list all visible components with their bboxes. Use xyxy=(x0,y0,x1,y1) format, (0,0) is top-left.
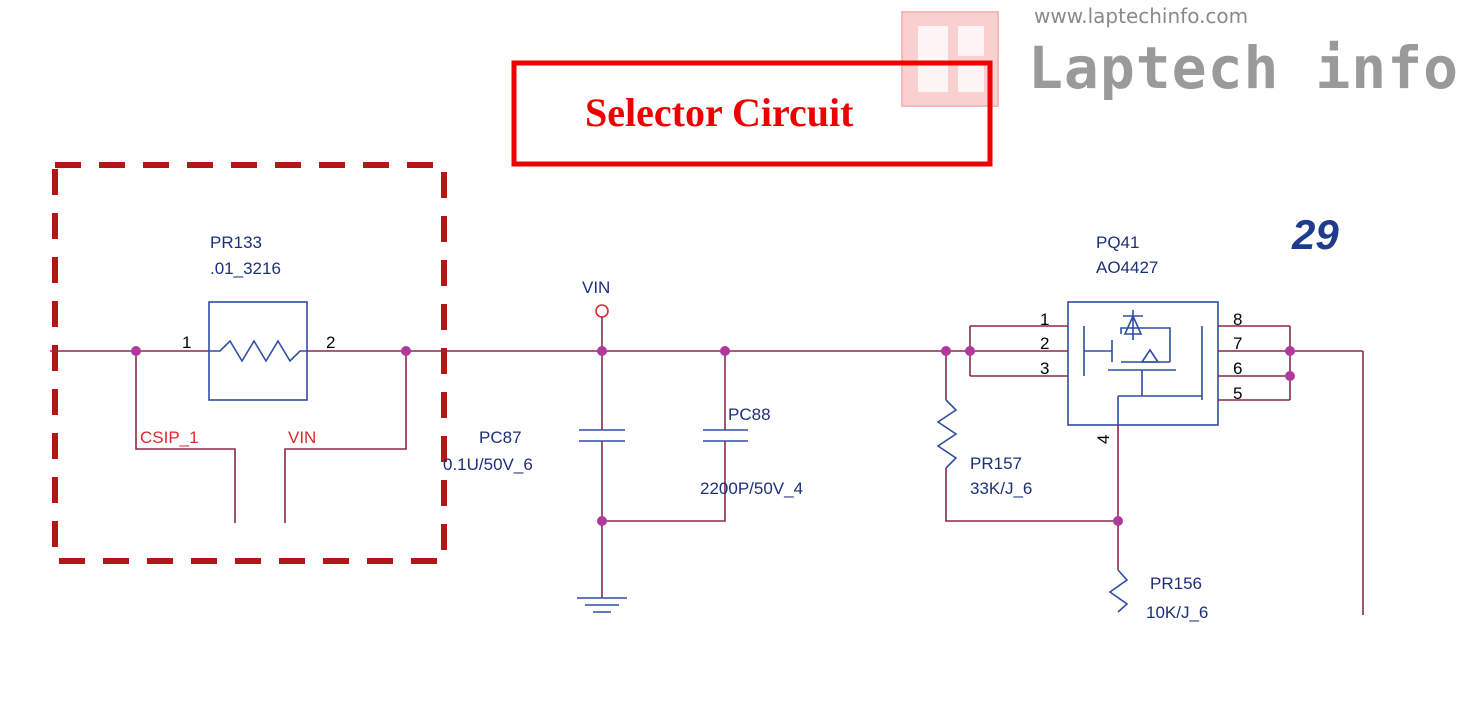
laptech-logo-icon xyxy=(901,11,999,107)
bottom-whitespace xyxy=(0,622,1481,705)
pq41-pin5: 5 xyxy=(1233,384,1242,403)
net-label-vin-local: VIN xyxy=(288,428,316,447)
title-box xyxy=(511,60,993,167)
pc88-value: 2200P/50V_4 xyxy=(700,479,803,498)
watermark-brand: Laptech info xyxy=(1028,34,1459,102)
pr133-resistor-icon xyxy=(208,301,308,401)
pr157-resistor-icon xyxy=(936,351,1118,522)
pr133-ref: PR133 xyxy=(210,233,262,252)
net-label-csip: CSIP_1 xyxy=(140,428,199,447)
sense-tap-wires xyxy=(135,351,407,523)
pr156-ref: PR156 xyxy=(1150,574,1202,593)
pq41-value: AO4427 xyxy=(1096,258,1158,277)
watermark-url: www.laptechinfo.com xyxy=(1034,4,1248,28)
page-number: 29 xyxy=(1291,211,1339,258)
pr156-resistor-icon xyxy=(1108,569,1129,613)
pc87-capacitor-icon xyxy=(579,351,625,598)
main-rail-wire xyxy=(50,350,1364,615)
pr157-ref: PR157 xyxy=(970,454,1022,473)
junction-dots xyxy=(131,346,1295,526)
pq41-pin8: 8 xyxy=(1233,310,1242,329)
pc87-value: 0.1U/50V_6 xyxy=(443,455,533,474)
pq41-pin4: 4 xyxy=(1094,435,1113,444)
pc88-ref: PC88 xyxy=(728,405,771,424)
pq41-pin3: 3 xyxy=(1040,359,1049,378)
page-title: Selector Circuit xyxy=(585,90,854,135)
power-port-icon xyxy=(595,304,609,351)
pr156-value: 10K/J_6 xyxy=(1146,603,1208,622)
highlight-box xyxy=(52,162,447,564)
pr133-pin1: 1 xyxy=(182,333,191,352)
pc88-capacitor-icon xyxy=(602,351,748,522)
pr157-value: 33K/J_6 xyxy=(970,479,1032,498)
pr133-pin2: 2 xyxy=(326,333,335,352)
pq41-ref: PQ41 xyxy=(1096,233,1139,252)
vin-rail-label: VIN xyxy=(582,278,610,297)
pq41-pin7: 7 xyxy=(1233,334,1242,353)
pr133-value: .01_3216 xyxy=(210,259,281,278)
pc87-ref: PC87 xyxy=(479,428,522,447)
mosfet-icon xyxy=(969,301,1291,570)
ground-symbol-icon xyxy=(577,597,627,613)
pq41-pin2: 2 xyxy=(1040,334,1049,353)
pq41-pin1: 1 xyxy=(1040,310,1049,329)
pq41-pin6: 6 xyxy=(1233,359,1242,378)
